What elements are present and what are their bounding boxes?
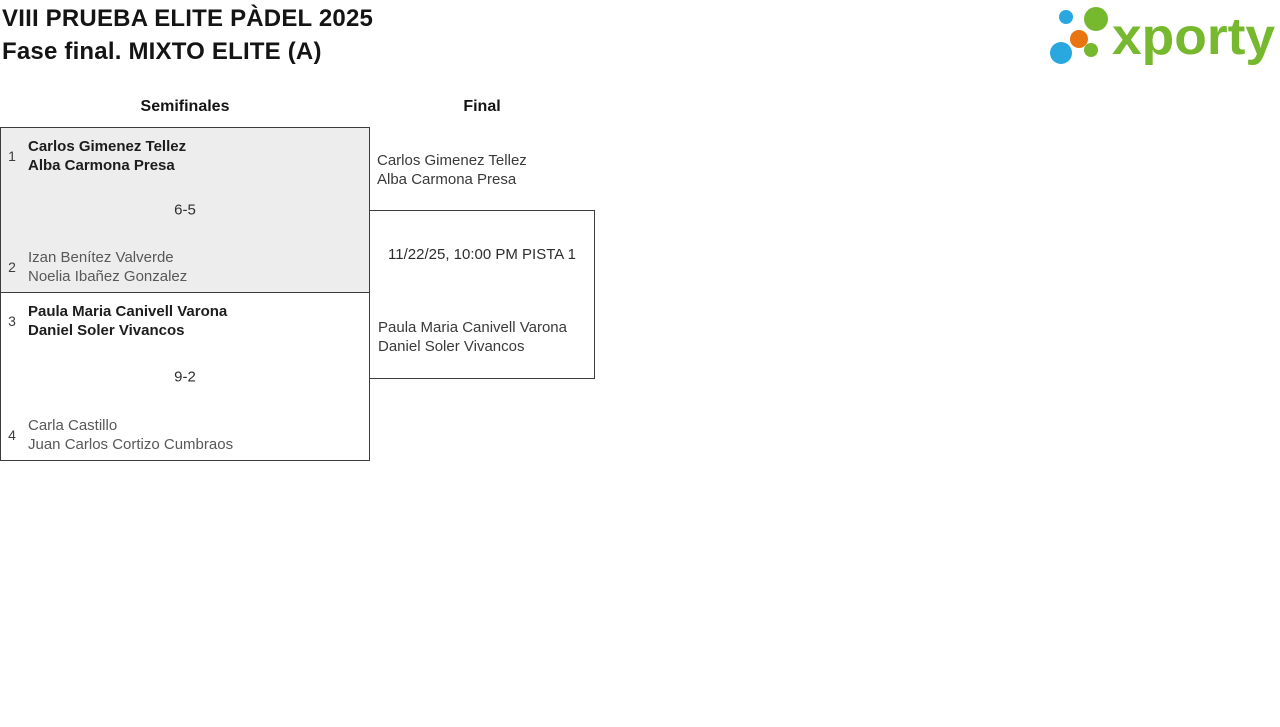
- player-name: Alba Carmona Presa: [377, 171, 517, 188]
- player-name: Daniel Soler Vivancos: [28, 322, 185, 339]
- seed-number: 3: [8, 313, 16, 329]
- player-name: Carlos Gimenez Tellez: [28, 138, 187, 155]
- player-name: Izan Benítez Valverde: [28, 249, 174, 266]
- match-semifinal-1[interactable]: 1 Carlos Gimenez Tellez Alba Carmona Pre…: [0, 127, 370, 293]
- team-players: Carlos Gimenez Tellez Alba Carmona Presa: [23, 137, 186, 175]
- match-final[interactable]: 11/22/25, 10:00 PM PISTA 1 Paula Maria C…: [369, 210, 595, 379]
- player-name: Juan Carlos Cortizo Cumbraos: [28, 436, 234, 453]
- player-name: Paula Maria Canivell Varona: [28, 303, 228, 320]
- logo-dot-orange: [1070, 30, 1088, 48]
- page-title: VIII PRUEBA ELITE PÀDEL 2025: [2, 5, 374, 32]
- team-row: 2 Izan Benítez Valverde Noelia Ibañez Go…: [1, 248, 369, 286]
- seed-number: 4: [8, 427, 16, 443]
- page-header: VIII PRUEBA ELITE PÀDEL 2025 Fase final.…: [2, 2, 373, 68]
- xporty-logo-text: xporty: [1112, 8, 1275, 66]
- logo-dot-green-large: [1084, 7, 1108, 31]
- match-score: 6-5: [174, 201, 196, 219]
- round-header-semifinals: Semifinales: [140, 98, 230, 115]
- team-players: Izan Benítez Valverde Noelia Ibañez Gonz…: [23, 248, 187, 286]
- match-schedule: 11/22/25, 10:00 PM PISTA 1: [388, 246, 576, 263]
- player-name: Paula Maria Canivell Varona: [378, 319, 567, 336]
- team-row: 3 Paula Maria Canivell Varona Daniel Sol…: [1, 302, 369, 340]
- team-players: Paula Maria Canivell Varona Daniel Soler…: [23, 302, 227, 340]
- logo-dot-blue-small: [1059, 10, 1073, 24]
- seed-number: 1: [8, 148, 16, 164]
- player-name: Noelia Ibañez Gonzalez: [28, 268, 188, 285]
- player-name: Carla Castillo: [28, 417, 118, 434]
- player-name: Carlos Gimenez Tellez: [377, 152, 527, 169]
- logo-dot-green-small: [1084, 43, 1098, 57]
- xporty-logo-graphic: xporty: [1050, 7, 1275, 66]
- page-subtitle: Fase final. MIXTO ELITE (A): [2, 38, 322, 65]
- round-header-final: Final: [463, 98, 501, 115]
- logo-dot-blue-large: [1050, 42, 1072, 64]
- team-row: 1 Carlos Gimenez Tellez Alba Carmona Pre…: [1, 137, 369, 175]
- match-score: 9-2: [174, 368, 196, 385]
- player-name: Daniel Soler Vivancos: [378, 338, 525, 355]
- team-players: Carla Castillo Juan Carlos Cortizo Cumbr…: [23, 416, 233, 454]
- match-semifinal-2[interactable]: 3 Paula Maria Canivell Varona Daniel Sol…: [0, 292, 370, 461]
- player-name: Alba Carmona Presa: [28, 157, 175, 174]
- seed-number: 2: [8, 259, 16, 275]
- team-row: 4 Carla Castillo Juan Carlos Cortizo Cum…: [1, 416, 369, 454]
- xporty-logo[interactable]: xporty: [1048, 3, 1278, 70]
- finalist-team-1: Carlos Gimenez Tellez Alba Carmona Presa: [377, 151, 527, 189]
- finalist-team-2: Paula Maria Canivell Varona Daniel Soler…: [378, 318, 567, 356]
